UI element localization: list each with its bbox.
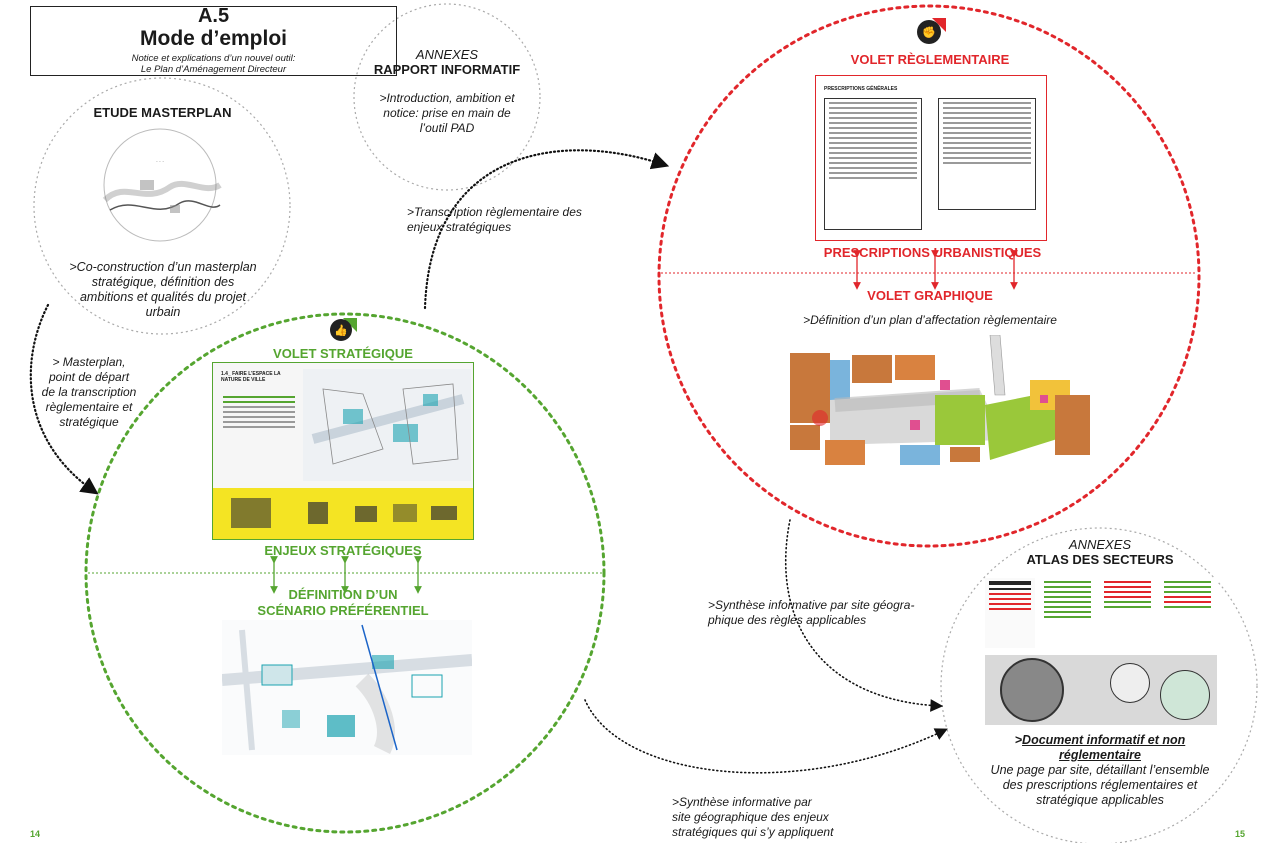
doc-table-right <box>938 98 1036 210</box>
subtitle-line: Notice et explications d’un nouvel outil… <box>131 53 296 64</box>
strategique-map <box>303 369 471 481</box>
atlas-text: >Document informatif et non réglementair… <box>970 733 1230 808</box>
volet-graphique-label: VOLET GRAPHIQUE <box>867 288 993 303</box>
annexes-rapport-title: RAPPORT INFORMATIF <box>373 62 521 77</box>
annexes-kicker: ANNEXES <box>415 47 479 62</box>
scenario-label: DÉFINITION D’UN SCÉNARIO PRÉFÉRENTIEL <box>212 587 474 619</box>
page-number-right: 15 <box>1235 829 1246 839</box>
doc-table-left <box>824 98 922 230</box>
strategique-circle <box>84 312 606 834</box>
doc-text-lines <box>219 393 299 431</box>
text-line: >Transcription règlementaire des <box>407 205 582 219</box>
text-line: enjeux stratégiques <box>407 220 512 234</box>
text-line: stratégiques qui s’y appliquent <box>672 825 834 839</box>
text-line: point de départ <box>48 370 130 384</box>
text-line: Une page par site, détaillant l’ensemble <box>990 763 1210 777</box>
reglementaire-circle <box>657 4 1201 548</box>
affectation-plan <box>790 335 1090 470</box>
masterplan-to-strategique-arrow <box>29 303 99 495</box>
text-line: >Synthèse informative par site géogra- <box>708 598 915 612</box>
atlas-map-band <box>985 655 1217 725</box>
text-line: règlementaire et <box>45 400 133 414</box>
atlas-header: ANNEXES ATLAS DES SECTEURS <box>990 537 1210 567</box>
atlas-doc-line1: Document informatif et non <box>1022 733 1186 747</box>
scenario-plan <box>222 620 472 755</box>
atlas-title: ATLAS DES SECTEURS <box>1026 552 1174 567</box>
volet-strategique-title: VOLET STRATÉGIQUE <box>273 346 413 361</box>
text-line: site géographique des enjeux <box>672 810 829 824</box>
transcription-note: >Transcription règlementaire des enjeux … <box>407 205 627 235</box>
masterplan-sketch: · · · <box>102 128 222 242</box>
strategique-to-reglementaire-arrow <box>423 149 670 310</box>
strategique-doc-title: 1.4_ FAIRE L’ESPACE LA NATURE DE VILLE <box>221 371 281 383</box>
annexes-rapport-circle <box>353 3 541 191</box>
text-line: > Masterplan, <box>52 355 126 369</box>
strategique-document: 1.4_ FAIRE L’ESPACE LA NATURE DE VILLE <box>212 362 474 540</box>
reglementaire-doc-title: PRESCRIPTIONS GÉNÉRALES <box>824 86 898 92</box>
enjeux-strategiques-label: ENJEUX STRATÉGIQUES <box>264 543 422 558</box>
thumbs-up-icon: 👍 <box>329 318 357 342</box>
text-line: ambitions et qualités du projet <box>79 290 247 304</box>
strategique-to-atlas-arrow <box>584 699 948 774</box>
atlas-doc-prefix: > <box>1014 733 1023 747</box>
text-line: urbain <box>145 305 181 319</box>
synthese-regles-note: >Synthèse informative par site géogra- p… <box>708 598 948 628</box>
thumbs-down-icon: ✊ <box>916 18 946 46</box>
synthese-enjeux-note: >Synthèse informative par site géographi… <box>672 795 892 840</box>
reglementaire-to-atlas-arrow <box>785 519 944 712</box>
page-title: Mode d’emploi <box>140 27 287 50</box>
page-number-left: 14 <box>30 829 41 839</box>
atlas-doc-line2: réglementaire <box>1059 748 1141 762</box>
atlas-green-lines-2 <box>1160 578 1215 611</box>
text-line: des prescriptions réglementaires et <box>1002 778 1198 792</box>
annexes-rapport-block: ANNEXES RAPPORT INFORMATIF >Introduction… <box>357 47 537 136</box>
atlas-red-lines <box>1100 578 1155 611</box>
masterplan-text: >Co-construction d’un masterplan stratég… <box>58 260 268 320</box>
enjeux-yellow-band <box>213 488 473 539</box>
text-line: notice: prise en main de <box>383 106 511 120</box>
volet-reglementaire-title: VOLET RÈGLEMENTAIRE <box>850 52 1010 67</box>
annexes-rapport-text: >Introduction, ambition et notice: prise… <box>357 91 537 136</box>
reglementaire-document: PRESCRIPTIONS GÉNÉRALES <box>815 75 1047 241</box>
text-line: >Synthèse informative par <box>672 795 812 809</box>
svg-text:👍: 👍 <box>334 324 348 337</box>
atlas-doc-line: >Document informatif et non <box>970 733 1230 748</box>
svg-text:✊: ✊ <box>922 26 936 39</box>
svg-text:· · ·: · · · <box>156 159 164 165</box>
text-line: >Co-construction d’un masterplan <box>69 260 257 274</box>
section-code: A.5 <box>197 5 230 27</box>
text-line: stratégique, définition des <box>91 275 235 289</box>
text-line: de la transcription <box>41 385 137 399</box>
header-box: A.5 Mode d’emploi Notice et explications… <box>30 5 397 76</box>
atlas-kicker: ANNEXES <box>1068 537 1132 552</box>
atlas-document <box>985 578 1217 725</box>
atlas-page-title-block <box>985 578 1035 648</box>
text-line: >Introduction, ambition et <box>379 91 515 105</box>
masterplan-title: ETUDE MASTERPLAN <box>93 105 232 120</box>
text-line: DÉFINITION D’UN <box>288 587 398 602</box>
prescriptions-label: PRESCRIPTIONS URBANISTIQUES <box>823 245 1042 260</box>
text-line: l’outil PAD <box>419 121 475 135</box>
masterplan-arrow-note: > Masterplan, point de départ de la tran… <box>34 355 144 430</box>
page-subtitle: Notice et explications d’un nouvel outil… <box>31 53 396 75</box>
atlas-circle <box>940 527 1258 843</box>
text-line: stratégique <box>59 415 119 429</box>
subtitle-line: Le Plan d’Aménagement Directeur <box>140 64 287 75</box>
graphique-text: >Définition d’un plan d’affectation règl… <box>803 313 1057 327</box>
text-line: SCÉNARIO PRÉFÉRENTIEL <box>257 603 429 618</box>
atlas-green-lines <box>1040 578 1095 621</box>
text-line: phique des règles applicables <box>708 613 867 627</box>
masterplan-circle <box>33 77 291 335</box>
text-line: stratégique applicables <box>1036 793 1164 807</box>
